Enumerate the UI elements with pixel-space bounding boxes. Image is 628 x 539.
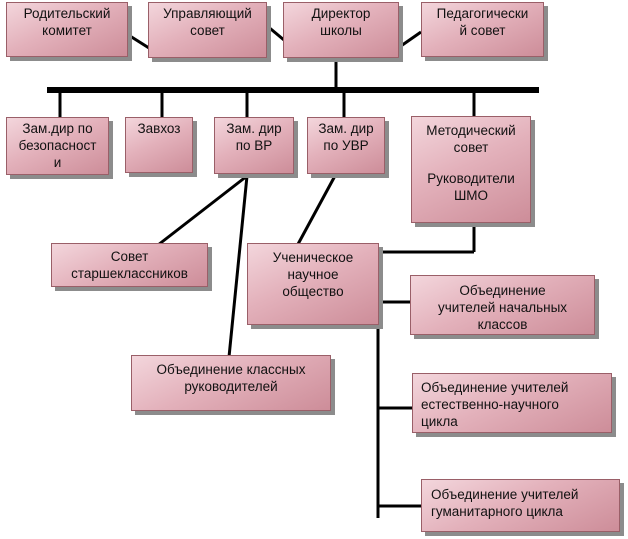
- science-teachers-union-box[interactable]: Объединение учителей естественно-научног…: [412, 373, 612, 433]
- parents-committee-line1: Родительский: [23, 6, 111, 21]
- senior-students-council-line2: старшеклассников: [71, 266, 188, 281]
- primary-teachers-union-line2: учителей начальных: [437, 300, 568, 315]
- student-science-society-line3: общество: [282, 284, 344, 299]
- methodical-council-line4: ШМО: [453, 188, 489, 203]
- deputy-safety-line3: и: [53, 155, 62, 170]
- deputy-safety-line1: Зам.дир по: [22, 121, 93, 136]
- class-teachers-union-box[interactable]: Объединение классных руководителей: [131, 355, 331, 411]
- deputy-academic-line1: Зам. дир: [318, 121, 374, 136]
- student-science-society-line2: научное: [287, 267, 339, 282]
- supply-manager-box[interactable]: Завхоз: [125, 117, 193, 173]
- deputy-academic-line2: по УВР: [323, 138, 369, 153]
- pedagogical-council-line1: Педагогически: [436, 6, 529, 21]
- methodical-council-line1: Методический: [426, 123, 516, 138]
- methodical-council-box[interactable]: Методический совет Руководители ШМО: [411, 116, 531, 223]
- deputy-education-box[interactable]: Зам. дир по ВР: [214, 117, 294, 174]
- student-science-society-box[interactable]: Ученическое научное общество: [247, 243, 379, 325]
- deputy-education-line1: Зам. дир: [226, 121, 282, 136]
- primary-teachers-union-line3: классов: [477, 317, 528, 332]
- primary-teachers-union-line1: Объединение: [459, 283, 546, 298]
- humanities-teachers-union-line1: Объединение учителей: [431, 487, 579, 502]
- science-teachers-union-line1: Объединение учителей: [421, 380, 569, 395]
- director-pedagogical-link: [397, 30, 422, 50]
- governing-council-box[interactable]: Управляющий совет: [148, 2, 267, 58]
- deputy-safety-line2: безопасност: [18, 138, 97, 153]
- senior-students-council-box[interactable]: Совет старшеклассников: [51, 243, 208, 287]
- student-science-society-line1: Ученическое: [272, 250, 354, 265]
- deputy-education-to-senior-council: [157, 174, 248, 247]
- humanities-teachers-union-line2: гуманитарного цикла: [431, 504, 563, 519]
- director-box[interactable]: Директор школы: [283, 2, 399, 58]
- pedagogical-council-line2: й совет: [459, 23, 506, 38]
- governing-council-line2: совет: [190, 23, 225, 38]
- governing-council-line1: Управляющий: [163, 6, 252, 21]
- deputy-education-line2: по ВР: [235, 138, 273, 153]
- class-teachers-union-line2: руководителей: [184, 379, 278, 394]
- deputy-academic-box[interactable]: Зам. дир по УВР: [307, 117, 385, 174]
- primary-teachers-union-box[interactable]: Объединение учителей начальных классов: [410, 275, 595, 335]
- pedagogical-council-box[interactable]: Педагогически й совет: [421, 2, 544, 57]
- governing-director-link: [265, 23, 285, 42]
- deputy-safety-box[interactable]: Зам.дир по безопасност и: [6, 117, 109, 175]
- methodical-council-line2: совет: [453, 140, 489, 155]
- methodical-council-line3: Руководители: [427, 171, 515, 186]
- supply-manager-line1: Завхоз: [137, 121, 181, 136]
- deputy-education-to-class-teachers: [227, 175, 249, 358]
- science-teachers-union-line3: цикла: [421, 414, 458, 429]
- senior-students-council-line1: Совет: [110, 249, 149, 264]
- humanities-teachers-union-box[interactable]: Объединение учителей гуманитарного цикла: [421, 479, 620, 532]
- director-line1: Директор: [311, 6, 371, 21]
- science-teachers-union-line2: естественно-научного: [421, 397, 559, 412]
- director-line2: школы: [320, 23, 362, 38]
- deputy-academic-to-science-society: [295, 173, 338, 247]
- parents-committee-box[interactable]: Родительский комитет: [6, 2, 128, 57]
- parents-committee-line2: комитет: [42, 23, 92, 38]
- class-teachers-union-line1: Объединение классных: [156, 362, 306, 377]
